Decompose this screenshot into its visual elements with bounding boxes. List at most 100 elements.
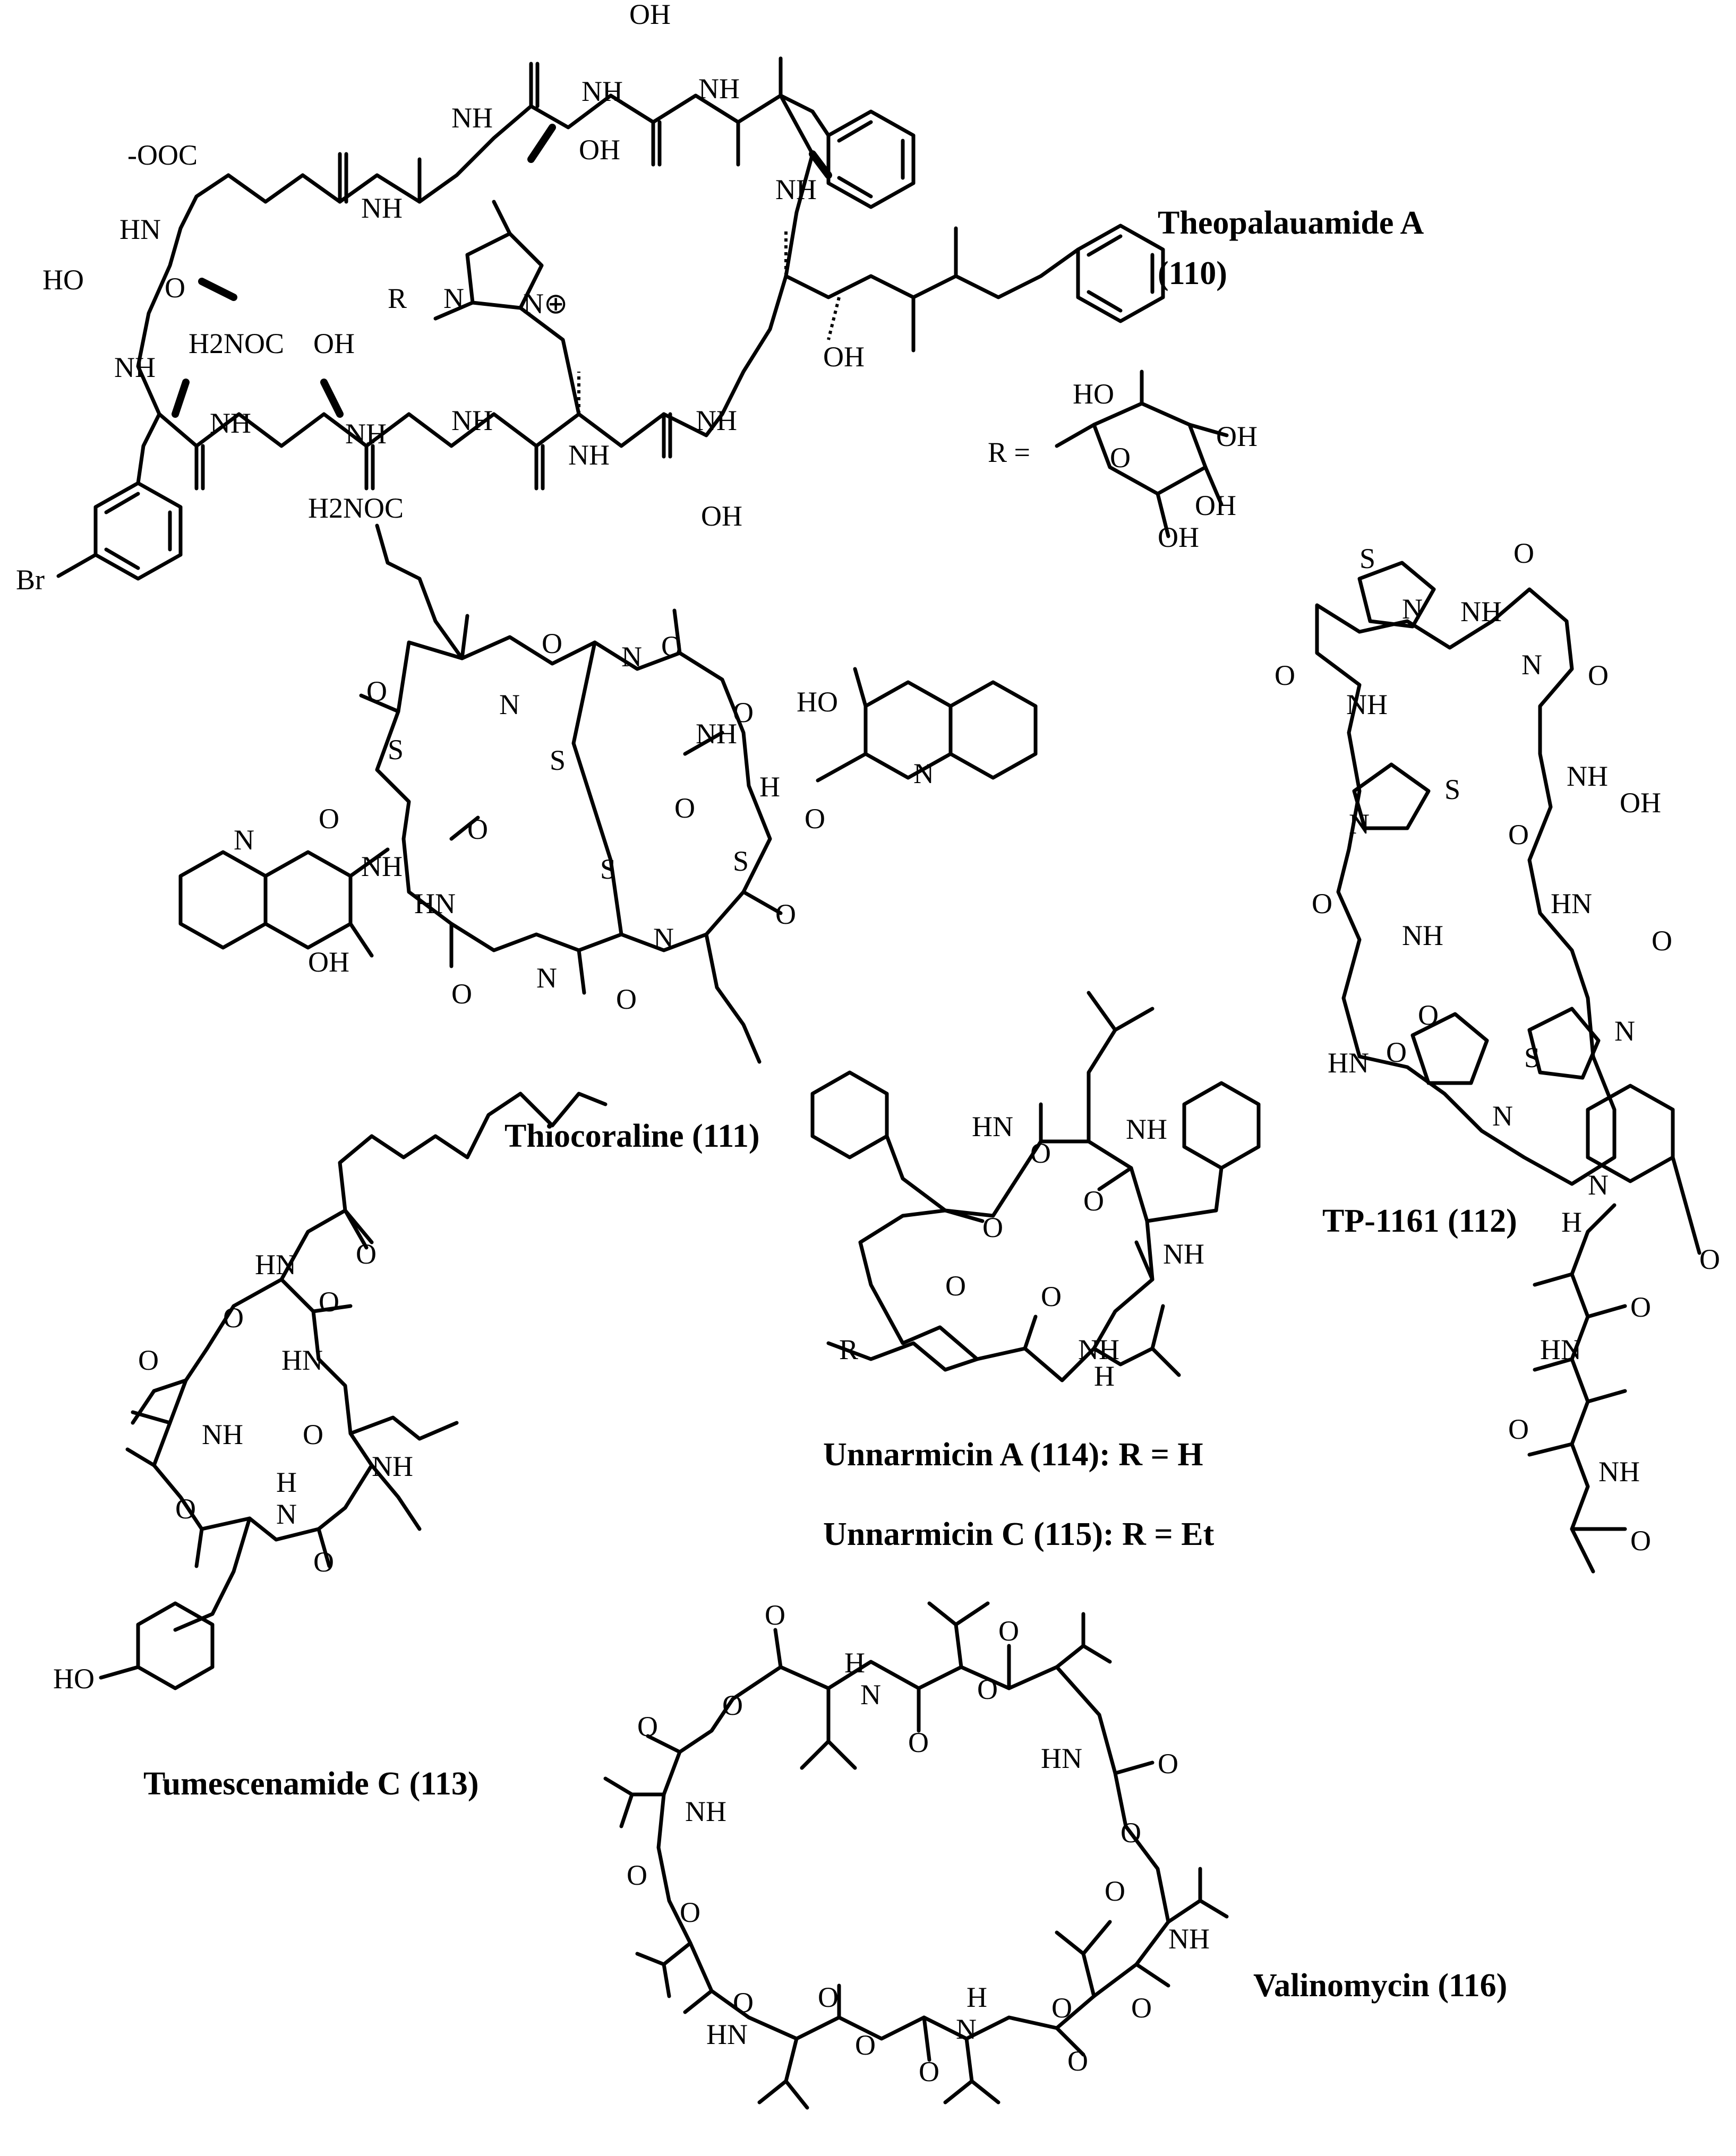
atom-o-114b: O bbox=[1083, 1185, 1104, 1217]
atom-o-116a: O bbox=[765, 1599, 785, 1631]
atom-oh-110c: OH bbox=[579, 134, 620, 166]
atom-oh-110b: OH bbox=[701, 500, 742, 532]
disulfide-bridge-111 bbox=[571, 640, 623, 937]
atom-nh-112b: NH bbox=[1346, 689, 1388, 720]
benzene-ring-b-114 bbox=[1145, 1081, 1261, 1223]
carbonyls-tail-112 bbox=[1527, 1155, 1701, 1531]
atom-nh-112e: NH bbox=[1598, 1456, 1640, 1488]
atom-nh-112a: NH bbox=[1460, 596, 1502, 628]
atom-o-113c: O bbox=[319, 1286, 339, 1318]
atom-n-112b: N bbox=[1521, 649, 1542, 681]
atom-h-116b: H bbox=[967, 1981, 987, 2013]
side-chains-114 bbox=[826, 991, 1181, 1377]
atom-ho-110: HO bbox=[42, 264, 84, 296]
benzene-ring-a-114 bbox=[810, 1070, 947, 1213]
structure-tumescenamide-c: HN O O O O HN NH O NH H N O O HO Tumesce… bbox=[53, 1092, 608, 1802]
macrocycle-backbone-112 bbox=[1315, 587, 1617, 1186]
atom-nh-114a: NH bbox=[1126, 1113, 1167, 1145]
thiazole-rings-112 bbox=[1352, 561, 1601, 1085]
atom-hn-114a: HN bbox=[972, 1111, 1013, 1143]
atom-o-116q: O bbox=[919, 2056, 939, 2088]
structure-thiocoraline: O S N O N O S S NH O H O HO N S O N O N … bbox=[178, 523, 1038, 1154]
atom-h2noc-110b: H2NOC bbox=[308, 492, 404, 524]
atom-o-116k: O bbox=[1105, 1875, 1125, 1907]
atom-nh-110e: NH bbox=[568, 439, 610, 471]
atom-o-112b: O bbox=[1588, 659, 1609, 691]
atom-o-112i: O bbox=[1699, 1243, 1720, 1275]
atom-n-113: N bbox=[276, 1498, 297, 1530]
atom-ho-sugar: HO bbox=[1073, 378, 1114, 410]
atom-n-111a: N bbox=[499, 689, 520, 720]
styryl-side-chain-110 bbox=[784, 224, 1165, 353]
atom-nh-110d: NH bbox=[451, 405, 493, 436]
atom-n-111d: N bbox=[653, 922, 674, 954]
atom-o-112g: O bbox=[1418, 999, 1439, 1031]
atom-nh-113b: NH bbox=[372, 1450, 413, 1482]
atom-o-113d: O bbox=[138, 1344, 159, 1376]
atom-ho-111a: HO bbox=[797, 686, 838, 718]
atom-oh-sugar-a: OH bbox=[1216, 420, 1258, 452]
atom-nh-110f: NH bbox=[696, 405, 737, 436]
bromophenyl-ring-110 bbox=[56, 412, 183, 581]
atom-nh-112d: NH bbox=[1402, 920, 1443, 951]
sugar-r-group bbox=[1055, 370, 1229, 538]
atom-o-113a: O bbox=[356, 1238, 377, 1270]
structure-tp-1161: S N NH O N O O NH NH S N OH O HN O NH O … bbox=[1275, 537, 1720, 1574]
atom-nh-116b: NH bbox=[1168, 1923, 1210, 1955]
atom-o-111e: O bbox=[805, 803, 825, 835]
atom-o-112a: O bbox=[1513, 537, 1534, 569]
atom-hn-116b: HN bbox=[706, 2018, 748, 2050]
imidazolium-ring-110 bbox=[433, 200, 581, 416]
atom-nh-110j: NH bbox=[698, 73, 740, 105]
atom-oh-sugar-c: OH bbox=[1158, 521, 1199, 553]
atom-o-111j: O bbox=[319, 803, 339, 835]
atom-o-116r: O bbox=[1067, 2045, 1088, 2077]
carbonyls-111 bbox=[359, 608, 783, 995]
atom-o-112c: O bbox=[1275, 659, 1295, 691]
atom-ho-113: HO bbox=[53, 1663, 95, 1695]
atom-hn-112a: HN bbox=[1551, 888, 1592, 920]
phenol-ring-113 bbox=[99, 1601, 215, 1690]
atom-s-111c: S bbox=[600, 853, 616, 885]
tail-chain-112 bbox=[1570, 1203, 1617, 1574]
atom-o-111c: O bbox=[661, 630, 682, 662]
atom-o-111i: O bbox=[467, 813, 488, 845]
atom-hn-112b: HN bbox=[1328, 1047, 1369, 1079]
atom-o-114a: O bbox=[1030, 1137, 1051, 1169]
atom-nh-114c: NH bbox=[1078, 1334, 1119, 1365]
atom-o-113e: O bbox=[303, 1419, 323, 1450]
hydroxyquinoline-ring-right-111 bbox=[816, 667, 1038, 783]
atom-nh-110g: NH bbox=[361, 192, 403, 224]
atom-o-112l: O bbox=[1630, 1525, 1651, 1557]
methylthio-chains-111 bbox=[375, 523, 762, 1064]
atom-nh-110b: NH bbox=[210, 407, 251, 439]
compound-number-110: (110) bbox=[1158, 255, 1227, 291]
atom-o-112k: O bbox=[1508, 1413, 1529, 1445]
atom-o-116i: O bbox=[627, 1859, 647, 1891]
atom-n-111f: N bbox=[234, 824, 254, 856]
atom-n-112f: N bbox=[1588, 1169, 1609, 1201]
structure-valinomycin: O O H N O O O HN O O O NH O O O NH O O H… bbox=[603, 1599, 1507, 2110]
atom-o-111b: O bbox=[542, 628, 562, 659]
atom-s-111d: S bbox=[733, 845, 749, 877]
atom-n-112d: N bbox=[1614, 1015, 1635, 1047]
atom-oh-110e: OH bbox=[823, 341, 865, 373]
atom-o-116g: O bbox=[1121, 1817, 1141, 1849]
compound-name-116: Valinomycin (116) bbox=[1253, 1968, 1507, 2004]
macrocycle-backbone-110 bbox=[136, 93, 815, 448]
atom-nh-111b: NH bbox=[361, 851, 403, 882]
atom-n-111c: N bbox=[913, 758, 934, 789]
atom-h-111a: H bbox=[759, 771, 780, 803]
atom-o-111a: O bbox=[366, 675, 387, 707]
atom-h2noc-110a: H2NOC bbox=[189, 328, 284, 359]
atom-o-112h: O bbox=[1386, 1036, 1407, 1068]
atom-s-111a: S bbox=[388, 734, 404, 766]
structure-unnarmicin: HN NH O O O O NH O NH H R Unnarmicin A (… bbox=[810, 991, 1261, 1552]
compound-name-112: TP-1161 (112) bbox=[1322, 1203, 1517, 1239]
atom-oh-sugar-b: OH bbox=[1195, 489, 1236, 521]
atom-o-116n: O bbox=[818, 1981, 839, 2013]
atom-hn-110: HN bbox=[119, 213, 161, 245]
atom-n-111e: N bbox=[536, 962, 557, 994]
atom-h-112a: H bbox=[1561, 1206, 1582, 1238]
atom-o-112j: O bbox=[1630, 1291, 1651, 1323]
